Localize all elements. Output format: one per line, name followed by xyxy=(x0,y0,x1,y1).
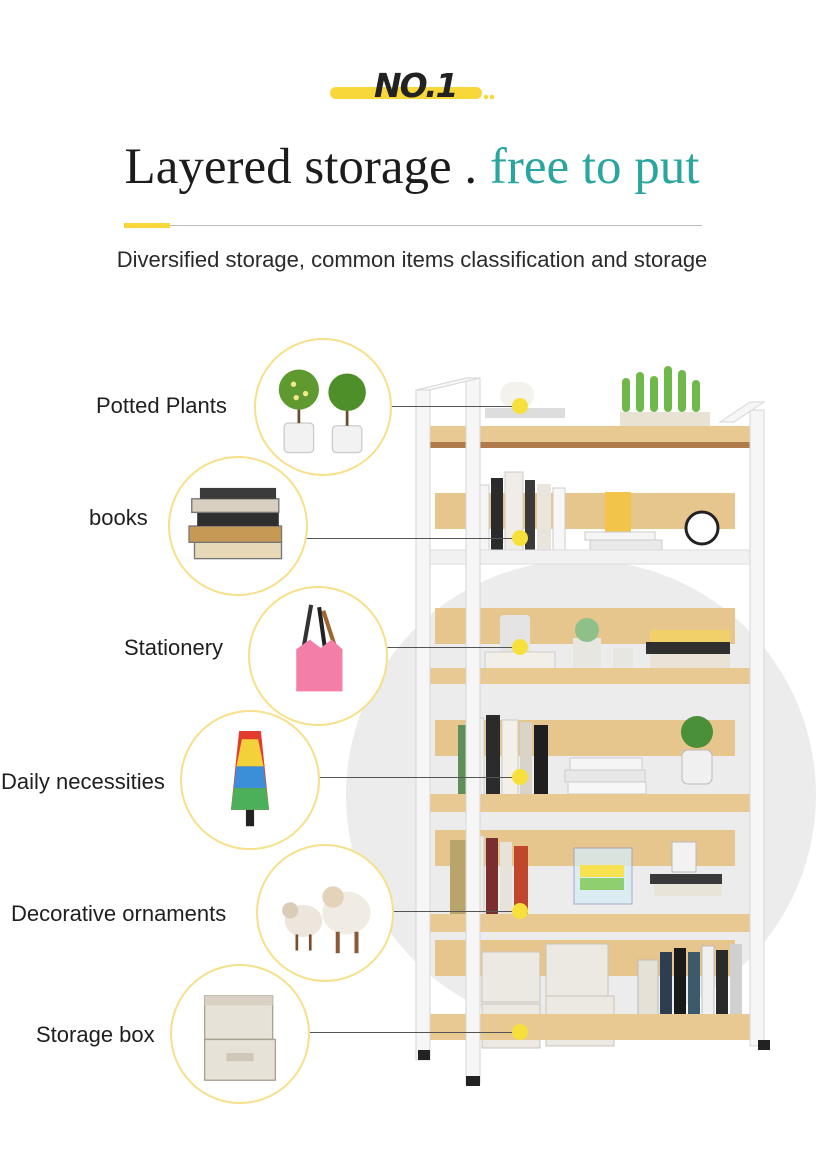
category-label-books: books xyxy=(89,505,148,530)
marker-dot-potted-plants xyxy=(512,398,528,414)
leader-line-potted-plants xyxy=(390,406,520,407)
badge-text: NO.1 xyxy=(374,66,458,105)
leader-line-books xyxy=(304,538,520,539)
badge-dots xyxy=(483,94,495,100)
bookshelf-illustration xyxy=(410,360,810,1100)
potted-plants-icon xyxy=(254,338,392,476)
storage-box-icon xyxy=(170,964,310,1104)
badge-highlight-bar xyxy=(330,87,482,99)
category-label-stationery: Stationery xyxy=(124,635,224,660)
bookshelf-svg xyxy=(415,366,770,1086)
sheep-ornament-icon xyxy=(256,844,394,982)
leader-line-decorative-ornaments xyxy=(390,911,520,912)
marker-dot-books xyxy=(512,530,528,546)
category-label-decorative-ornaments: Decorative ornaments xyxy=(11,901,227,926)
marker-dot-daily-necessities xyxy=(512,769,528,785)
leader-line-storage-box xyxy=(306,1032,520,1033)
marker-dot-decorative-ornaments xyxy=(512,903,528,919)
title-divider xyxy=(170,225,702,226)
page-title: Layered storage . free to put xyxy=(0,138,824,196)
category-label-daily-necessities: Daily necessities xyxy=(1,769,165,794)
books-icon xyxy=(168,456,308,596)
leader-line-daily-necessities xyxy=(316,777,520,778)
title-divider-accent xyxy=(124,223,170,228)
title-part-teal: free to put xyxy=(489,139,700,195)
page-subtitle: Diversified storage, common items classi… xyxy=(116,247,708,272)
pen-holder-icon xyxy=(248,586,388,726)
category-label-storage-box: Storage box xyxy=(36,1022,155,1047)
marker-dot-storage-box xyxy=(512,1024,528,1040)
umbrella-icon xyxy=(180,710,320,850)
category-label-potted-plants: Potted Plants xyxy=(96,393,227,418)
marker-dot-stationery xyxy=(512,639,528,655)
title-part-dark: Layered storage . xyxy=(124,139,490,195)
leader-line-stationery xyxy=(384,647,520,648)
rank-badge: NO.1 xyxy=(330,66,500,106)
